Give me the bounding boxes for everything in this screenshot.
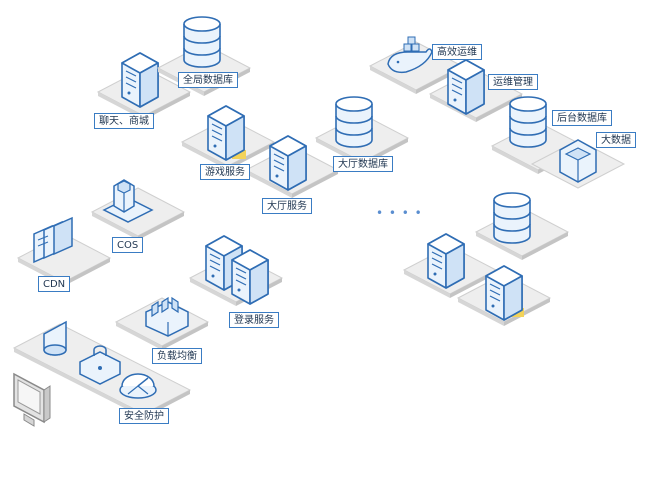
- accent-block: [232, 150, 246, 159]
- load-balancer-icon: [145, 296, 189, 337]
- database-global-icon: [183, 16, 221, 68]
- big-data-icon: [559, 139, 597, 183]
- server-hall-icon: [269, 135, 307, 191]
- label-hall-service: 大厅服务: [262, 198, 312, 214]
- database-backend-icon: [509, 96, 547, 148]
- server-right-1-icon: [427, 233, 465, 289]
- cos-storage-icon: [102, 179, 154, 223]
- server-ops-icon: [447, 59, 485, 115]
- server-right-2-icon: [485, 265, 523, 321]
- monitor-icon: [13, 372, 51, 427]
- database-right-icon: [493, 192, 531, 244]
- label-ops-manage: 运维管理: [488, 74, 538, 90]
- docker-whale-icon: [387, 36, 433, 74]
- database-hall-icon: [335, 96, 373, 148]
- security-radar-icon: [119, 373, 157, 399]
- label-ops-docker: 高效运维: [432, 44, 482, 60]
- label-big-data: 大数据: [596, 132, 636, 148]
- cdn-books-icon: [33, 216, 73, 264]
- server-chat-icon: [121, 52, 159, 108]
- label-cdn: CDN: [38, 276, 71, 292]
- label-global-db: 全局数据库: [178, 72, 238, 88]
- firewall-shield-icon: [43, 320, 67, 356]
- label-game-service: 游戏服务: [200, 164, 250, 180]
- label-load-balancer: 负载均衡: [152, 348, 202, 364]
- label-hall-db: 大厅数据库: [333, 156, 393, 172]
- lock-icon: [79, 345, 121, 385]
- label-cos: COS: [112, 237, 144, 253]
- server-game-icon: [207, 105, 245, 161]
- label-backend-db: 后台数据库: [552, 110, 612, 126]
- label-login-service: 登录服务: [229, 312, 279, 328]
- label-chat-mall: 聊天、商城: [94, 113, 154, 129]
- connection-dots: • • • •: [376, 206, 423, 220]
- label-security: 安全防护: [119, 408, 169, 424]
- server-login-2-icon: [231, 249, 269, 305]
